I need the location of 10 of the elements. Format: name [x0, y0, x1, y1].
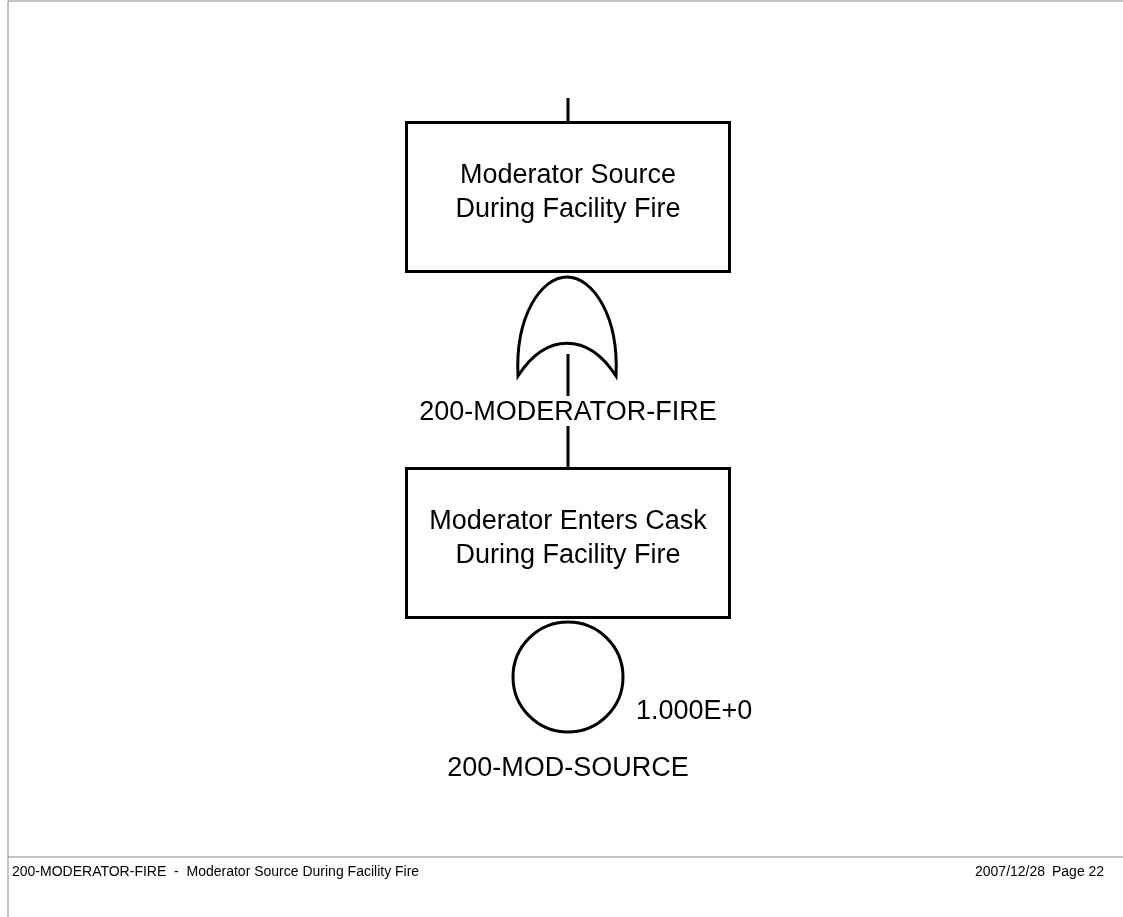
event-box	[405, 121, 731, 273]
or-gate	[515, 274, 619, 380]
event-box	[405, 467, 731, 619]
event-text: Moderator Enters Cask During Facility Fire	[428, 504, 708, 571]
basic-event-circle	[511, 620, 625, 734]
page-number: Page 22	[1052, 862, 1105, 880]
connector-line	[566, 98, 570, 121]
event-text: Moderator Source During Facility Fire	[454, 158, 682, 225]
footer-date: 2007/12/28	[975, 862, 1046, 880]
footer-title: 200-MODERATOR-FIRE - Moderator Source During Facility Fire	[12, 862, 420, 880]
